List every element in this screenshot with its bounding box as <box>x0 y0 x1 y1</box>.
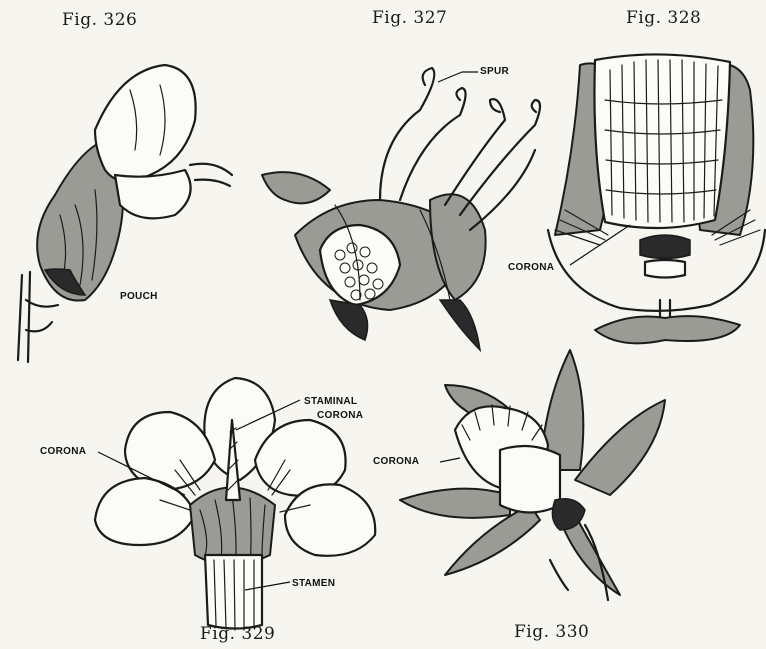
staminal-label: STAMINAL <box>304 396 357 408</box>
fig-330-daffodil-drawing <box>400 350 665 600</box>
fig-330-caption: Fig. 330 <box>514 622 589 642</box>
staminal-corona-label: CORONA <box>317 410 363 422</box>
fig-326-caption: Fig. 326 <box>62 10 137 30</box>
stamen-label: STAMEN <box>292 578 335 590</box>
fig-326-snapdragon-drawing <box>18 65 232 362</box>
corona-label-fig-329: CORONA <box>40 446 86 458</box>
pouch-label: POUCH <box>120 291 158 303</box>
corona-label-fig-328: CORONA <box>508 262 554 274</box>
fig-327-caption: Fig. 327 <box>372 8 447 28</box>
spur-label: SPUR <box>480 66 509 78</box>
fig-328-corona-section-drawing <box>548 54 765 343</box>
fig-327-columbine-drawing <box>262 68 540 350</box>
corona-label-fig-330: CORONA <box>373 456 419 468</box>
fig-329-caption: Fig. 329 <box>200 624 275 644</box>
fig-328-caption: Fig. 328 <box>626 8 701 28</box>
